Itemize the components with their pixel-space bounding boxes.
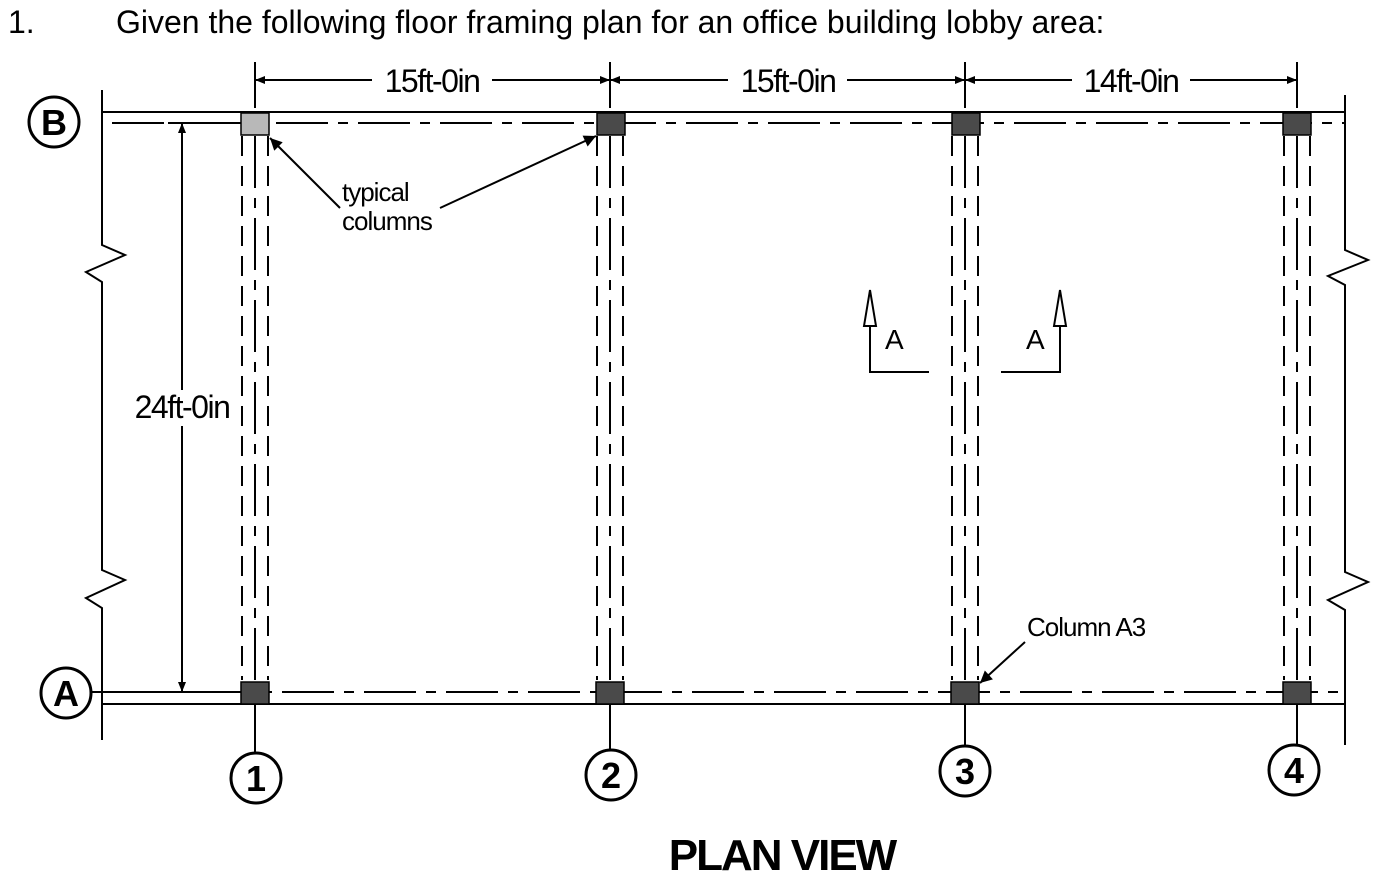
svg-text:3: 3 (955, 751, 975, 792)
column-a4 (1282, 681, 1312, 705)
column-a3-leader (979, 641, 1026, 684)
dimension-span-1-2: 15ft-0in (385, 63, 480, 99)
girder-line-1 (241, 136, 269, 680)
typical-columns-label-line2: columns (342, 206, 433, 236)
column-a3-label: Column A3 (1027, 612, 1146, 642)
beam-line-b (102, 111, 1345, 124)
problem-number: 1. (8, 4, 35, 40)
svg-text:2: 2 (601, 755, 621, 796)
section-mark-left: A (885, 324, 904, 355)
girder-line-2 (596, 136, 624, 680)
section-cut-left (862, 289, 929, 373)
grid-bubble-2: 2 (584, 748, 638, 802)
girder-line-4 (1283, 136, 1311, 680)
column-a3 (950, 681, 980, 705)
grid-bubble-a: A (39, 666, 93, 720)
grid-bubble-4: 4 (1267, 743, 1321, 797)
grid-bubble-b: B (27, 95, 81, 149)
problem-statement: Given the following floor framing plan f… (116, 4, 1105, 40)
typical-columns-label-line1: typical (342, 177, 409, 207)
column-a2 (595, 681, 625, 705)
svg-text:A: A (53, 673, 79, 714)
section-mark-right: A (1026, 324, 1045, 355)
svg-text:B: B (41, 102, 67, 143)
dimension-span-3-4: 14ft-0in (1084, 63, 1179, 99)
grid-bubble-1: 1 (229, 751, 283, 805)
column-b4 (1282, 112, 1312, 136)
girder-line-3 (951, 136, 979, 680)
dimension-span-a-b: 24ft-0in (135, 389, 230, 425)
beam-line-a (102, 691, 1345, 705)
dimension-span-2-3: 15ft-0in (741, 63, 836, 99)
typical-columns-leaders (269, 135, 597, 209)
svg-text:4: 4 (1284, 750, 1304, 791)
slab-edge-lines (83, 90, 1371, 745)
column-b1 (240, 112, 270, 136)
column-grid-extensions (92, 691, 1298, 752)
column-a1 (240, 681, 270, 705)
plan-view-title: PLAN VIEW (669, 831, 898, 880)
grid-bubble-3: 3 (938, 744, 992, 798)
svg-text:1: 1 (246, 758, 266, 799)
section-cut-right (1001, 289, 1068, 373)
top-dimension-string (254, 62, 1298, 108)
column-b2 (596, 112, 626, 136)
column-b3 (951, 112, 981, 136)
